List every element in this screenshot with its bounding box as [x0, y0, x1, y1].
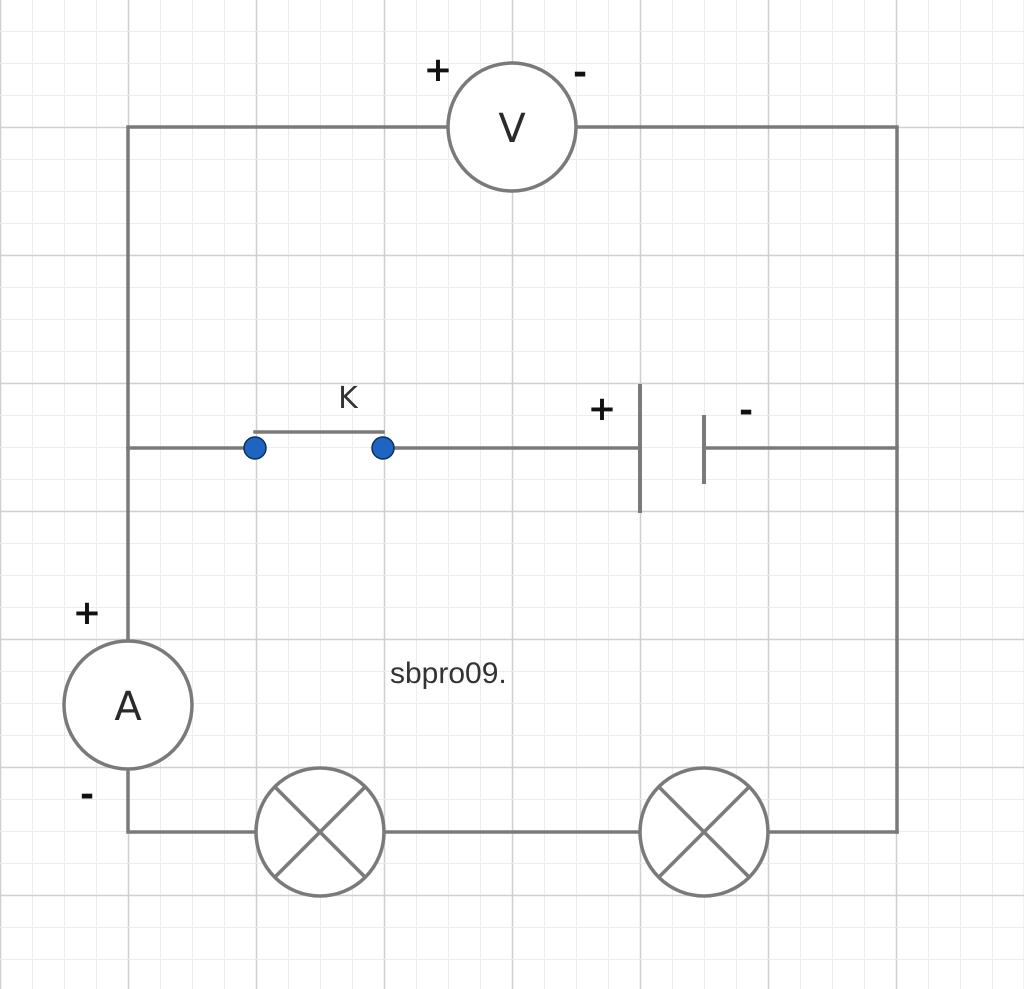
- battery: + -: [588, 384, 753, 513]
- top-wire-left: [126, 125, 449, 450]
- lamp-1: [254, 766, 386, 898]
- ammeter-circle: [62, 639, 194, 771]
- battery-minus-sign: -: [739, 391, 753, 431]
- voltmeter-symbol: V: [498, 106, 526, 152]
- voltmeter-minus-sign: -: [573, 53, 587, 93]
- ammeter-plus-sign: +: [73, 593, 102, 633]
- battery-plus-sign: +: [588, 389, 617, 429]
- switch: K: [243, 381, 395, 460]
- voltmeter-plus-sign: +: [424, 50, 453, 90]
- switch-label: K: [338, 381, 359, 416]
- voltmeter: V + -: [424, 50, 587, 193]
- lamp-1-cross-b: [273, 785, 367, 879]
- switch-terminal-left: [243, 436, 267, 460]
- voltmeter-circle: [446, 61, 578, 193]
- wire-ammeter-to-lamp: [126, 767, 258, 834]
- lamp-2-cross-b: [657, 785, 751, 879]
- lamp-2: [638, 766, 770, 898]
- top-wire-right: [574, 125, 899, 834]
- ammeter-symbol: A: [114, 684, 142, 730]
- wires: [126, 125, 899, 834]
- ammeter: A + -: [62, 593, 194, 815]
- ammeter-minus-sign: -: [80, 775, 94, 815]
- watermark-text: sbpro09.: [390, 657, 507, 690]
- switch-terminal-right: [371, 436, 395, 460]
